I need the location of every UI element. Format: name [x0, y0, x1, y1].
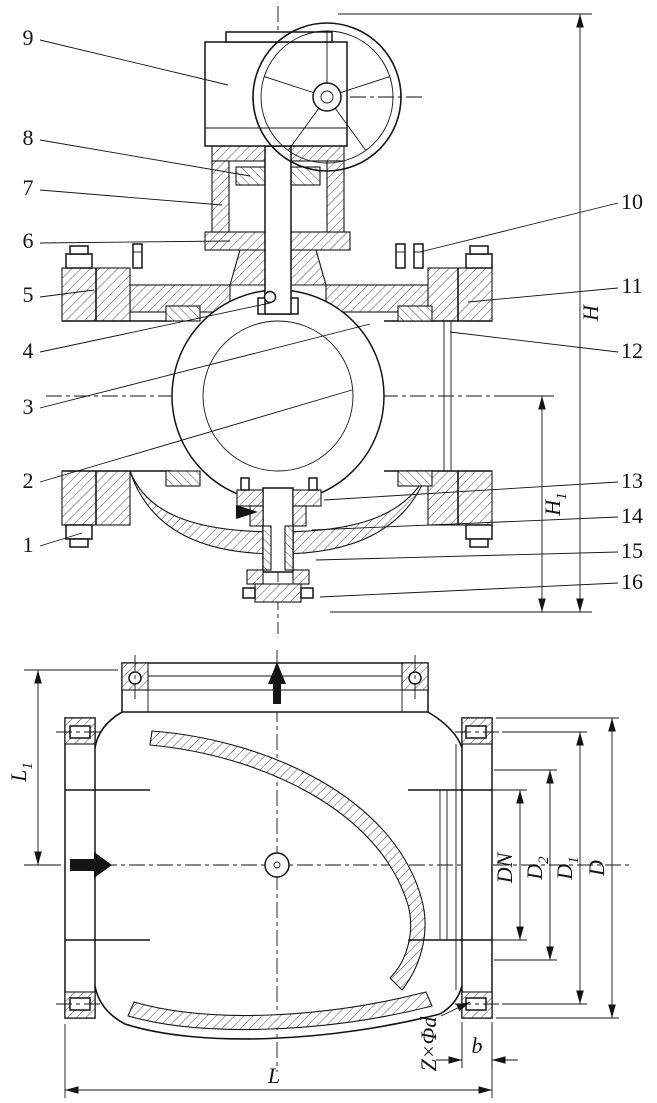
yoke-bracket: [211, 145, 345, 233]
valve-body: [61, 243, 493, 555]
part-label-4: 4: [23, 338, 34, 363]
part-label-16: 16: [621, 569, 643, 594]
seat-rings: [165, 305, 433, 487]
front-view: 9 8 7 6 5 4 3 2 1 10 11 12 13 14 15 16 H…: [23, 6, 644, 634]
plan-body: [94, 711, 463, 1040]
part-label-1: 1: [23, 532, 34, 557]
part-label-3: 3: [23, 394, 34, 419]
bolt-nut: [469, 538, 489, 548]
bolt-nut: [69, 245, 89, 255]
dim-label-DN: DN: [492, 851, 517, 884]
part-label-13: 13: [621, 468, 643, 493]
dim-label-H1: H1: [540, 492, 570, 516]
dim-label-D1: D1: [552, 856, 582, 880]
body-bolts: [132, 243, 424, 269]
stem-shaft: [264, 145, 292, 315]
plan-dimensions: L1 L DN D2 D1 D: [6, 669, 619, 1098]
plan-right-flange: [408, 717, 500, 1019]
bolt-tab: [465, 253, 493, 269]
part-label-15: 15: [621, 538, 643, 563]
ball-sphere: [171, 289, 385, 503]
bolt-tab: [65, 253, 93, 269]
ball: [171, 289, 385, 503]
right-flange: [384, 245, 493, 548]
plan-view: L1 L DN D2 D1 D: [6, 650, 630, 1098]
dim-label-D2: D2: [522, 856, 552, 881]
gearbox: [204, 31, 348, 147]
left-flange: [61, 245, 172, 548]
part-label-2: 2: [23, 468, 34, 493]
bolt-nut: [69, 538, 89, 548]
bolt-tab: [465, 524, 493, 540]
part-leaders: [39, 39, 619, 598]
trunnion: [264, 852, 290, 878]
drain-assembly: [236, 477, 322, 603]
ball-bore: [202, 320, 354, 472]
flow-arrow-up: [268, 662, 286, 704]
part-label-10: 10: [621, 189, 643, 214]
part-label-11: 11: [621, 273, 642, 298]
adapter-plate: [290, 231, 351, 251]
part-label-9: 9: [23, 25, 34, 50]
drain-flow-arrow: [236, 505, 258, 519]
part-labels: 9 8 7 6 5 4 3 2 1 10 11 12 13 14 15 16: [23, 25, 644, 594]
flow-arrow-right: [70, 852, 112, 878]
plan-bottom-wall: [127, 991, 433, 1030]
dim-label-L1: L1: [6, 762, 36, 783]
dim-label-L: L: [267, 1063, 280, 1088]
handwheel: [252, 22, 402, 172]
bolt-spec-leader: [440, 1001, 471, 1017]
plan-ball-curve: [149, 730, 426, 991]
stem-pin: [263, 290, 277, 304]
dim-label-H: H: [578, 304, 603, 322]
part-label-7: 7: [23, 175, 34, 200]
part-label-5: 5: [23, 282, 34, 307]
dim-label-D: D: [584, 860, 609, 877]
height-dimensions: H H1: [330, 13, 603, 613]
stem: [257, 145, 299, 315]
part-label-14: 14: [621, 503, 643, 528]
plan-left-flange: [56, 717, 150, 1019]
dim-label-b: b: [472, 1033, 483, 1058]
part-label-6: 6: [23, 228, 34, 253]
packing-gland: [235, 166, 266, 186]
plan-top-flange: [121, 655, 429, 713]
handwheel-hub: [312, 82, 342, 112]
part-label-8: 8: [23, 125, 34, 150]
dim-label-bolt-spec: Z×Φd: [416, 1016, 441, 1072]
bolt-nut: [469, 245, 489, 255]
part-label-12: 12: [621, 338, 643, 363]
